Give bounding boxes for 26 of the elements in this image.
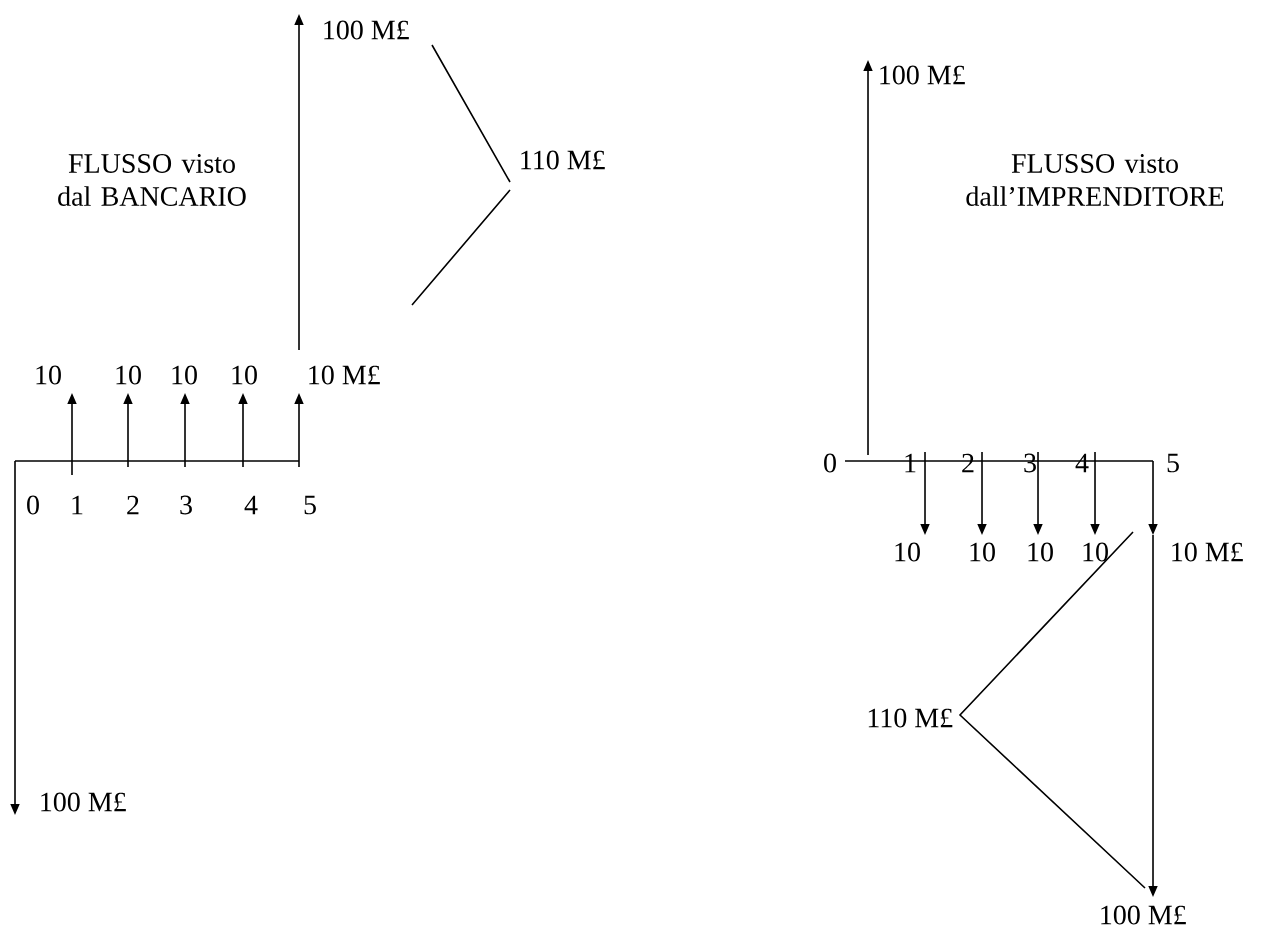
amount-label: 10	[895, 542, 920, 562]
period-number: 1	[72, 495, 83, 515]
amount-label: 10	[1028, 542, 1053, 562]
amount-label: 10	[1083, 542, 1108, 562]
amount-label: 10	[232, 365, 257, 385]
period-number: 0	[824, 453, 836, 473]
period-number: 5	[1167, 453, 1179, 473]
period-number: 2	[127, 495, 139, 515]
period-number: 0	[27, 495, 39, 515]
amount-label: 110 M£	[521, 150, 605, 170]
amount-label: 100 M£	[880, 65, 965, 85]
amount-label: 100 M£	[324, 20, 409, 40]
period-number: 3	[180, 495, 192, 515]
flow-title: FLUSSO visto dal BANCARIO	[58, 154, 246, 206]
amount-label: 10 M£	[1172, 542, 1243, 562]
amount-label: 10	[116, 365, 141, 385]
amount-label: 100 M£	[1101, 905, 1186, 925]
period-number: 4	[244, 495, 258, 515]
amount-label: 10	[970, 542, 995, 562]
period-number: 5	[304, 495, 316, 515]
amount-label: 10	[36, 365, 61, 385]
flow-title: FLUSSO visto dall’IMPRENDITORE	[966, 154, 1224, 206]
amount-label: 100 M£	[41, 792, 126, 812]
amount-label: 10	[172, 365, 197, 385]
amount-label: 110 M£	[868, 708, 953, 728]
amount-label: 10 M£	[309, 365, 380, 385]
